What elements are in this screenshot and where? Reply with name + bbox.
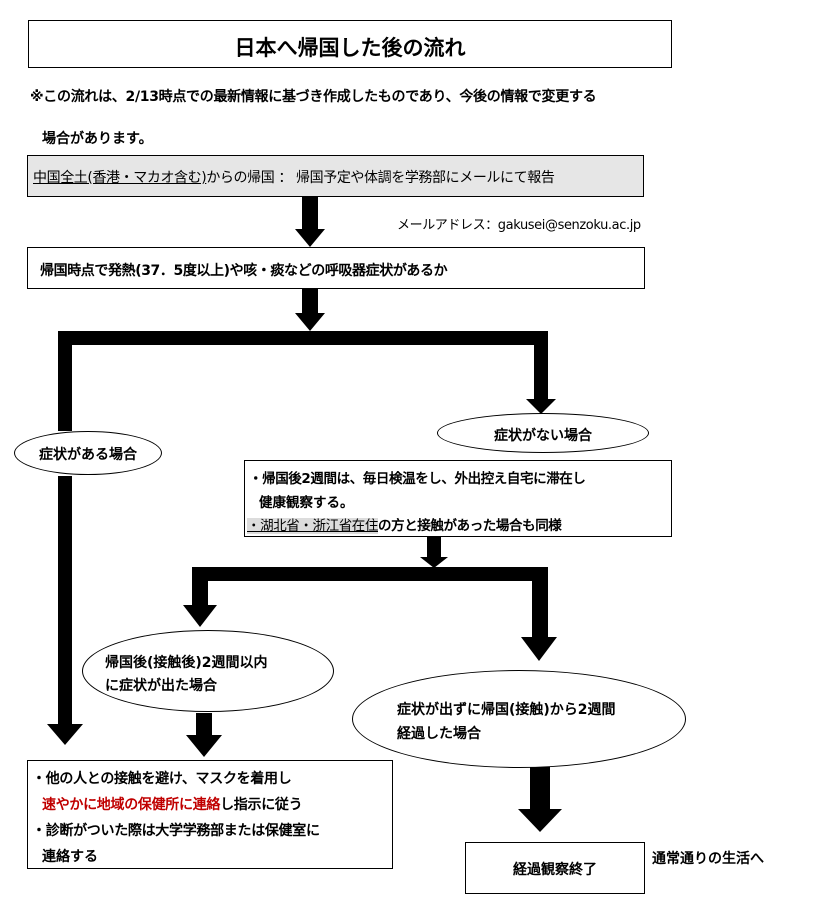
action-line-2-rest: し指示に従う — [220, 797, 303, 813]
no-symptom-line-2: 健康観察する。 — [259, 495, 354, 511]
no-symptom-line-1: ・帰国後2週間は、毎日検温をし、外出控え自宅に滞在し — [249, 471, 586, 487]
symptoms-within-2-weeks: 帰国後(接触後)2週間以内 に症状が出た場合 — [82, 630, 334, 712]
within-2-weeks-line-2: に症状が出た場合 — [105, 678, 217, 694]
page-title: 日本へ帰国した後の流れ — [234, 36, 466, 60]
branch-symptoms-yes: 症状がある場合 — [14, 431, 162, 475]
branch-no-label: 症状がない場合 — [494, 428, 592, 444]
question-text: 帰国時点で発熱(37．5度以上)や咳・痰などの呼吸器症状があるか — [40, 263, 448, 279]
arrow-shaft — [196, 713, 212, 735]
no-symptom-box: ・帰国後2週間は、毎日検温をし、外出控え自宅に滞在し 健康観察する。 ・湖北省・… — [244, 460, 672, 537]
action-line-1: ・他の人との接触を避け、マスクを着用し — [32, 771, 292, 787]
title-box: 日本へ帰国した後の流れ — [28, 20, 672, 68]
no-symptom-line-3-rest: の方と接触があった場合も同様 — [378, 518, 562, 534]
arrow-head — [518, 809, 562, 832]
step1-box: 中国全土(香港・マカオ含む)からの帰国 ： 帰国予定や体調を学務部にメールにて報… — [27, 155, 644, 197]
no-symptoms-after-2-weeks: 症状が出ずに帰国(接触)から2週間 経過した場合 — [352, 670, 686, 768]
branch-yes-label: 症状がある場合 — [39, 447, 137, 463]
arrow-shaft — [302, 197, 318, 229]
end-note: 通常通りの生活へ — [652, 851, 764, 867]
branch-line-left — [58, 331, 72, 431]
question-box: 帰国時点で発熱(37．5度以上)や咳・痰などの呼吸器症状があるか — [27, 247, 645, 289]
arrow-head — [420, 557, 448, 568]
arrow-shaft — [302, 289, 318, 313]
after-2-weeks-line-2: 経過した場合 — [397, 726, 481, 742]
no-symptom-line-3: ・湖北省・浙江省在住の方と接触があった場合も同様 — [247, 514, 562, 534]
arrow-shaft — [534, 331, 548, 399]
arrow-shaft — [532, 567, 548, 637]
action-box: ・他の人との接触を避け、マスクを着用し 速やかに地域の保健所に連絡し指示に従う … — [27, 760, 393, 869]
arrow-head — [47, 724, 83, 745]
arrow-head — [526, 399, 556, 414]
arrow-head — [186, 735, 222, 757]
arrow-shaft — [427, 537, 441, 557]
step1-text: 中国全土(香港・マカオ含む)からの帰国 ： 帰国予定や体調を学務部にメールにて報… — [33, 167, 555, 187]
arrow-shaft — [192, 567, 208, 605]
arrow-head — [295, 229, 325, 247]
within-2-weeks-line-1: 帰国後(接触後)2週間以内 — [105, 655, 268, 671]
arrow-head — [521, 637, 557, 661]
branch-bar — [58, 331, 548, 345]
action-line-2: 速やかに地域の保健所に連絡し指示に従う — [42, 794, 303, 814]
arrow-shaft — [58, 476, 72, 724]
email-address: メールアドレス：gakusei@senzoku.ac.jp — [397, 218, 641, 233]
action-contact-health-center: 速やかに地域の保健所に連絡 — [42, 797, 221, 813]
province-highlight: ・湖北省・浙江省在住 — [247, 518, 378, 534]
end-box: 経過観察終了 — [465, 842, 645, 894]
arrow-head — [183, 605, 217, 627]
action-line-3: ・診断がついた際は大学学務部または保健室に — [32, 823, 320, 839]
arrow-shaft — [530, 767, 550, 809]
step1-region: 中国全土(香港・マカオ含む) — [33, 170, 207, 186]
arrow-head — [295, 313, 325, 331]
after-2-weeks-line-1: 症状が出ずに帰国(接触)から2週間 — [397, 702, 616, 718]
step1-rest: からの帰国 ： 帰国予定や体調を学務部にメールにて報告 — [206, 170, 555, 186]
branch-symptoms-no: 症状がない場合 — [437, 413, 649, 453]
branch-bar — [192, 567, 547, 581]
notice-line-2: 場合があります。 — [42, 131, 153, 147]
notice-line-1: ※この流れは、2/13時点での最新情報に基づき作成したものであり、今後の情報で変… — [30, 89, 597, 105]
end-box-label: 経過観察終了 — [513, 862, 597, 878]
action-line-4: 連絡する — [42, 849, 98, 865]
